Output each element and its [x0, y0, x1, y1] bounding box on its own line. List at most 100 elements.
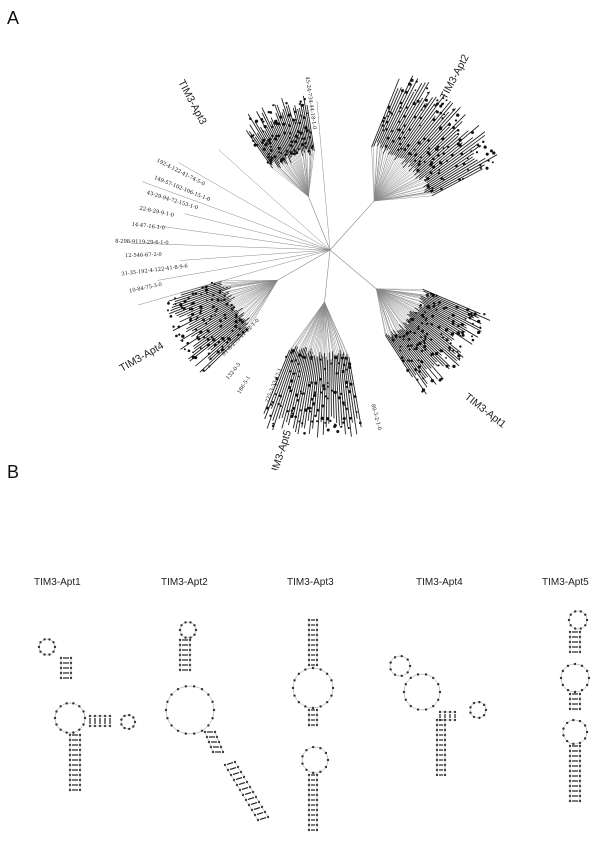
tree-leaf-tick — [264, 130, 284, 165]
tree-leaf-mark — [209, 357, 212, 360]
nucleotide — [59, 728, 62, 731]
tree-leaf-mark — [415, 347, 418, 351]
tree-branch — [260, 247, 331, 251]
nucleotide — [211, 700, 214, 703]
tree-leaf-mark — [444, 328, 449, 332]
tree-branch — [290, 214, 331, 251]
tree-leaf-mark — [226, 336, 231, 340]
tree-branch — [262, 249, 331, 270]
nucleotide — [472, 701, 476, 705]
tree-branch — [317, 301, 325, 357]
tree-leaf-tick — [414, 135, 459, 176]
tree-leaf-tick — [302, 106, 312, 150]
tree-leaf-mark — [442, 97, 445, 100]
tree-leaf-mark — [177, 325, 181, 329]
nucleotide — [409, 676, 412, 680]
tree-leaf-tick — [392, 329, 437, 385]
nucleotide — [128, 727, 131, 731]
tree-leaf-mark — [300, 114, 303, 117]
tree-leaf-mark — [307, 406, 311, 410]
tree-leaf-mark — [413, 331, 416, 335]
nucleotide — [52, 641, 55, 644]
nucleotide — [200, 688, 204, 691]
tree-branch — [244, 280, 278, 320]
tree-branch — [376, 288, 415, 309]
tree-leaf-tick — [266, 345, 297, 429]
tree-leaf-mark — [438, 127, 443, 131]
nucleotide — [573, 662, 577, 666]
tree-leaf-mark — [457, 332, 461, 336]
tree-leaf-mark — [399, 147, 403, 150]
tree-leaf-mark — [429, 189, 433, 193]
tree-leaf-mark — [288, 385, 291, 389]
tree-leaf-mark — [437, 325, 441, 329]
tree-leaf-mark — [405, 106, 408, 109]
tree-leaf-mark — [345, 385, 349, 388]
tree-leaf-mark — [472, 322, 474, 325]
structure-title-apt4: TIM3-Apt4 — [416, 577, 463, 588]
tree-leaf-mark — [390, 112, 392, 114]
tree-branch — [373, 154, 389, 202]
nucleotide — [184, 685, 188, 688]
tree-leaf-mark — [424, 98, 428, 102]
tree-branch — [291, 162, 309, 197]
nucleotide — [189, 621, 192, 624]
tree-branch — [374, 172, 420, 202]
tree-leaf-tick — [431, 168, 483, 197]
tree-leaf-mark — [191, 355, 196, 359]
tree-leaf-mark — [408, 360, 411, 363]
tree-leaf-tick — [168, 291, 224, 315]
tree-leaf-mark — [199, 309, 202, 312]
tree-branch — [376, 288, 400, 331]
tree-leaf-mark — [458, 178, 461, 181]
clade-label-apt1: TIM3-Apt1 — [462, 391, 508, 431]
tree-leaf-mark — [291, 412, 294, 415]
nucleotide — [164, 708, 168, 712]
tree-branch — [374, 166, 412, 202]
tree-leaf-mark — [399, 142, 402, 146]
tree-leaf-mark — [266, 161, 270, 164]
tree-leaf-mark — [333, 423, 336, 426]
tree-leaf-mark — [429, 171, 433, 175]
tree-leaf-mark — [408, 128, 411, 131]
tree-leaf-tick — [174, 291, 230, 315]
tree-leaf-tick — [389, 91, 431, 155]
nucleotide — [170, 693, 173, 696]
tree-branch — [374, 195, 432, 202]
nucleotide — [416, 673, 420, 676]
tree-leaf-mark — [403, 124, 407, 127]
tree-leaf-mark — [403, 147, 407, 151]
tree-leaf-tick — [426, 156, 473, 188]
tree-leaf-mark — [250, 135, 253, 138]
tree-branch — [264, 225, 331, 251]
tree-leaf-tick — [348, 357, 362, 428]
tree-leaf-mark — [417, 358, 420, 362]
base-pair — [244, 792, 252, 795]
tree-leaf-mark — [261, 141, 264, 144]
tree-leaf-mark — [269, 111, 273, 114]
tree-leaf-mark — [320, 391, 323, 394]
nucleotide — [305, 768, 308, 772]
tree-branch — [297, 301, 325, 352]
nucleotide — [301, 755, 304, 758]
tree-branch — [291, 154, 309, 197]
tree-leaf-label: 22-8-29-9-1-0 — [139, 206, 175, 219]
nucleotide — [48, 653, 51, 656]
nucleotide — [200, 729, 204, 732]
tree-leaf-mark — [254, 119, 259, 123]
tree-leaf-mark — [290, 409, 294, 413]
tree-branch — [231, 280, 278, 301]
tree-leaf-mark — [478, 145, 481, 148]
tree-leaf-mark — [424, 335, 427, 338]
tree-leaf-mark — [234, 313, 238, 317]
tree-branch — [324, 301, 336, 356]
tree-branch — [329, 200, 375, 251]
tree-branch — [184, 213, 280, 238]
tree-branch — [308, 196, 331, 251]
nucleotide — [585, 618, 589, 622]
tree-leaf-tick — [373, 88, 399, 147]
tree-leaf-mark — [256, 143, 259, 146]
tree-branch — [374, 190, 425, 202]
tree-leaf-tick — [281, 112, 297, 153]
nucleotide — [393, 656, 397, 659]
